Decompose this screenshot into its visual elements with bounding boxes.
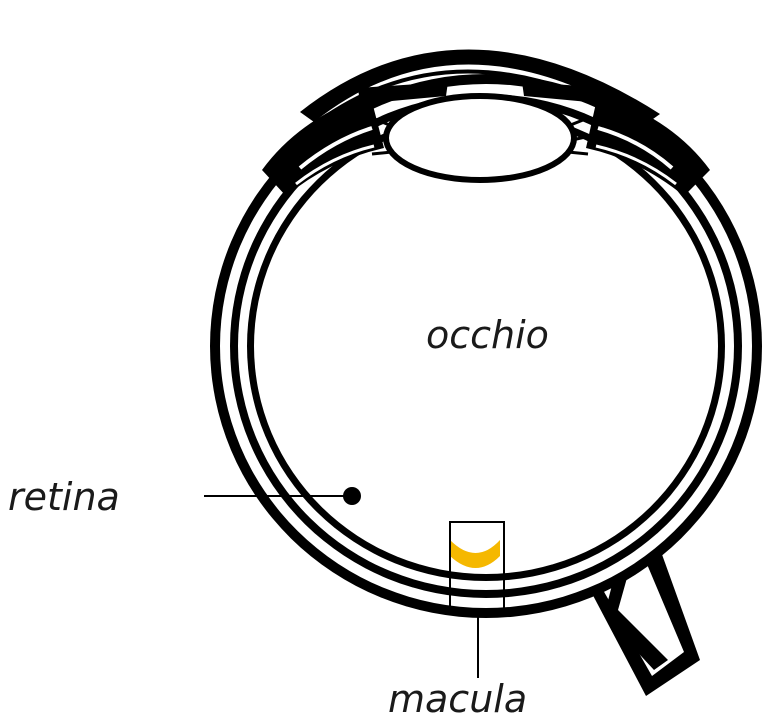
label-occhio: occhio <box>426 316 549 354</box>
retina-marker-dot <box>343 487 361 505</box>
label-retina: retina <box>8 478 120 516</box>
label-macula: macula <box>388 680 527 718</box>
lens <box>386 96 574 180</box>
